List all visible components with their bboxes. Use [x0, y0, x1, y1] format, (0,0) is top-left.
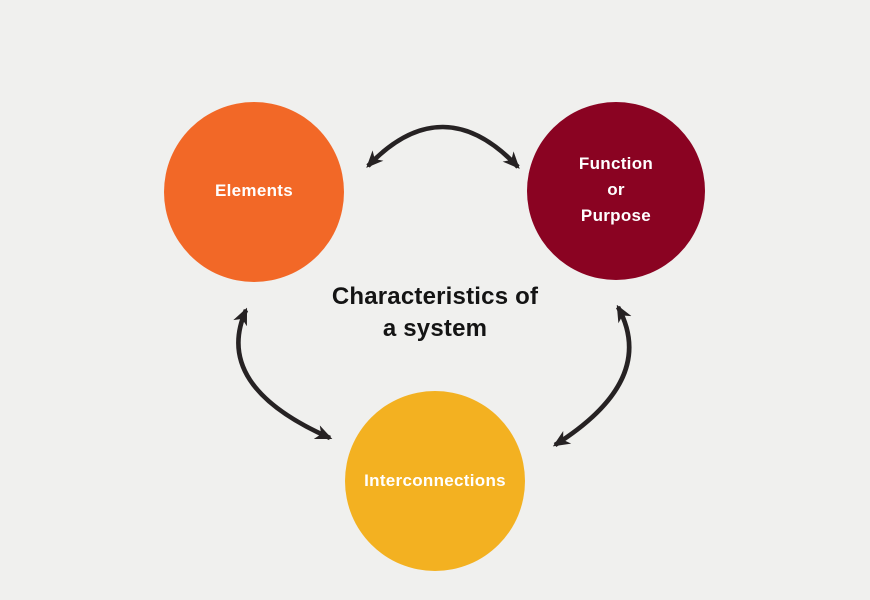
node-label-function-or-purpose: Function or Purpose: [579, 151, 653, 229]
arrow-elements-interconnections: [233, 307, 333, 441]
node-circle-elements: [164, 102, 344, 282]
node-label-function-line3: Purpose: [580, 206, 652, 225]
node-label-interconnections: Interconnections: [364, 471, 506, 490]
node-circle-interconnections: [345, 391, 525, 571]
diagram-title-line2: a system: [382, 315, 488, 342]
diagram-title-line1: Characteristics of: [331, 283, 539, 310]
arrow-function-interconnections: [552, 304, 632, 447]
diagram-title: Characteristics of a system: [332, 281, 538, 345]
node-circle-function-or-purpose: [527, 102, 705, 280]
node-label-function-line2: or: [607, 180, 625, 199]
node-label-elements: Elements: [215, 181, 293, 200]
arrow-elements-function: [366, 124, 520, 169]
node-label-function-line1: Function: [578, 154, 654, 173]
